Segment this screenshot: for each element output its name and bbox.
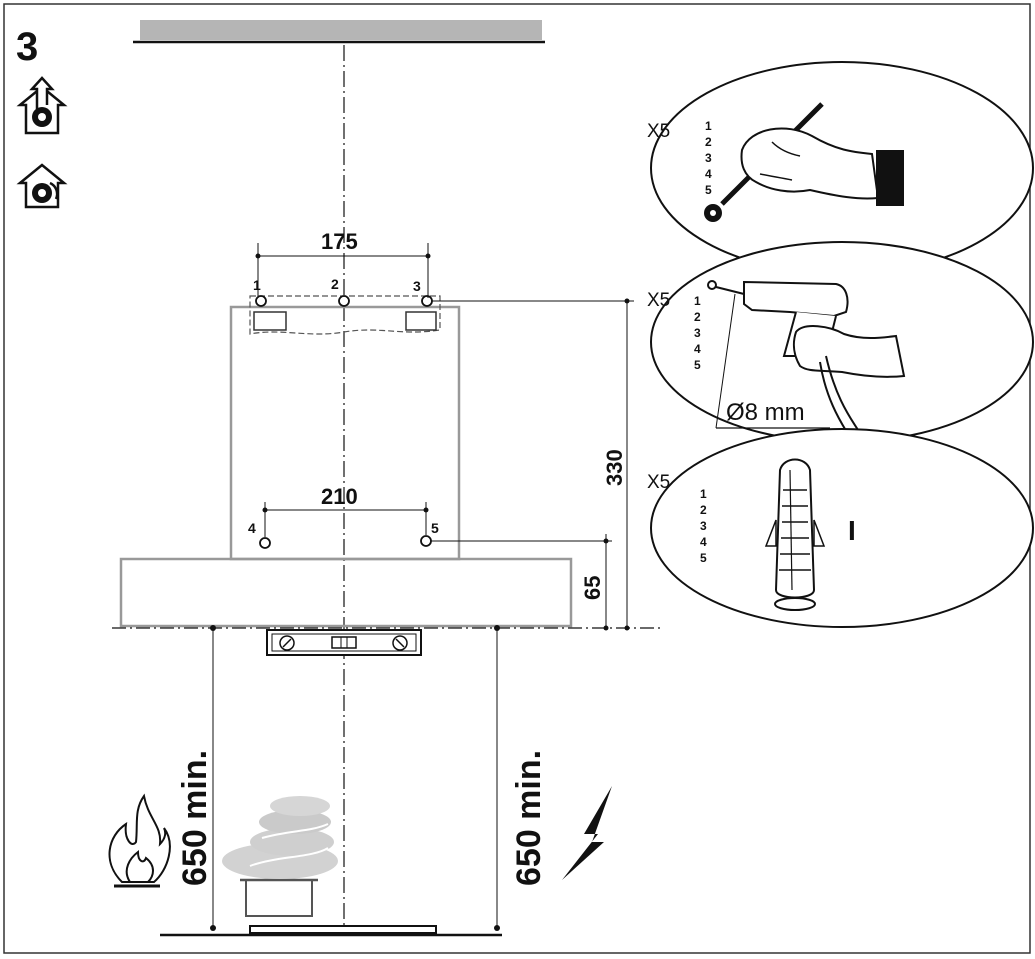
step-2-number-1: 1 <box>694 294 701 308</box>
hole-label-5: 5 <box>431 520 439 536</box>
cooking-pot-icon <box>222 796 338 917</box>
hole-1 <box>255 295 267 307</box>
step-number: 3 <box>16 25 38 69</box>
bracket-outline <box>249 295 441 335</box>
dimension-lower-spacing: 210 <box>321 484 358 509</box>
step-3-number-1: 1 <box>700 487 707 501</box>
hole-3 <box>421 295 433 307</box>
step-3-number-2: 2 <box>700 503 707 517</box>
step-1-number-2: 2 <box>705 135 712 149</box>
hole-4 <box>259 537 271 549</box>
spirit-level-icon <box>266 629 422 656</box>
hole-label-4: 4 <box>248 520 256 536</box>
pencil-marking-hand-icon <box>704 102 904 222</box>
step-2-number-4: 4 <box>694 342 701 356</box>
part-code: I <box>848 515 856 546</box>
step-3-number-5: 5 <box>700 551 707 565</box>
step-3-number-4: 4 <box>700 535 707 549</box>
ducted-extraction-house-icon <box>16 76 68 135</box>
step-1-number-5: 5 <box>705 183 712 197</box>
step-2-number-5: 5 <box>694 358 701 372</box>
hole-label-2: 2 <box>331 276 339 292</box>
ceiling <box>140 20 542 40</box>
drill-hand-icon <box>707 280 906 435</box>
step-1-number-4: 4 <box>705 167 712 181</box>
gas-flame-icon <box>108 793 171 888</box>
step-1-multiplier: X5 <box>647 121 670 142</box>
step-2-number-3: 3 <box>694 326 701 340</box>
step-3-multiplier: X5 <box>647 472 670 493</box>
drill-bit-size: Ø8 mm <box>726 399 805 426</box>
hood-canopy <box>119 557 573 628</box>
diagram-frame <box>3 3 1031 954</box>
dimension-upper-spacing: 175 <box>321 229 358 254</box>
wall-plug-icon <box>764 458 826 611</box>
step-mark-holes: X5 1 2 3 4 5 <box>647 61 1034 275</box>
step-2-number-2: 2 <box>694 310 701 324</box>
step-3-number-3: 3 <box>700 519 707 533</box>
dimension-min-height-electric: 650 min. <box>510 750 548 886</box>
hole-5 <box>420 535 432 547</box>
dimension-lower-height: 65 <box>580 576 605 600</box>
recirculation-house-icon <box>16 163 68 209</box>
hole-label-1: 1 <box>253 277 261 293</box>
step-1-number-1: 1 <box>705 119 712 133</box>
step-insert-plugs: X5 1 2 3 4 5 I <box>647 428 1034 628</box>
electric-bolt-icon <box>562 786 612 880</box>
step-2-multiplier: X5 <box>647 290 670 311</box>
hole-label-3: 3 <box>413 278 421 294</box>
dimension-upper-height: 330 <box>602 449 627 486</box>
step-1-number-3: 3 <box>705 151 712 165</box>
dimension-min-height-gas: 650 min. <box>176 750 214 886</box>
hole-2 <box>338 295 350 307</box>
step-drill-holes: X5 1 2 3 4 5 Ø8 mm <box>647 241 1034 443</box>
